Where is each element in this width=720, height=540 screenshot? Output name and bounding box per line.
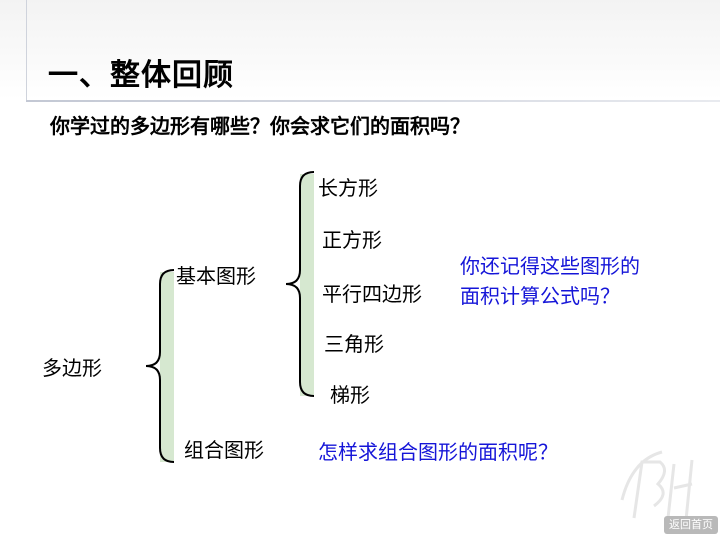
big-brace-band	[160, 272, 174, 462]
small-brace-band	[300, 174, 314, 396]
node-basic-shapes: 基本图形	[176, 264, 256, 288]
combo-area-question: 怎样求组合图形的面积呢？	[318, 440, 558, 464]
review-question: 你学过的多边形有哪些？你会求它们的面积吗？	[50, 114, 470, 138]
header-background	[0, 0, 720, 100]
big-brace	[145, 269, 175, 463]
shape-parallelogram: 平行四边形	[322, 282, 422, 306]
formula-note-line2: 面积计算公式吗？	[460, 284, 620, 308]
shape-rectangle: 长方形	[318, 176, 378, 200]
title-underline	[26, 100, 720, 102]
back-home-button[interactable]: 返回首页	[664, 516, 718, 534]
slide-title: 一、整体回顾	[48, 58, 234, 93]
node-combined-shapes: 组合图形	[184, 438, 264, 462]
watermark-logo-icon	[620, 450, 694, 521]
node-polygon: 多边形	[42, 356, 102, 380]
header-vertical-rule	[26, 0, 27, 102]
formula-note-line1: 你还记得这些图形的	[460, 254, 640, 278]
shape-square: 正方形	[322, 228, 382, 252]
shape-triangle: 三角形	[324, 332, 384, 356]
shape-trapezoid: 梯形	[330, 383, 370, 407]
small-brace	[285, 171, 315, 397]
